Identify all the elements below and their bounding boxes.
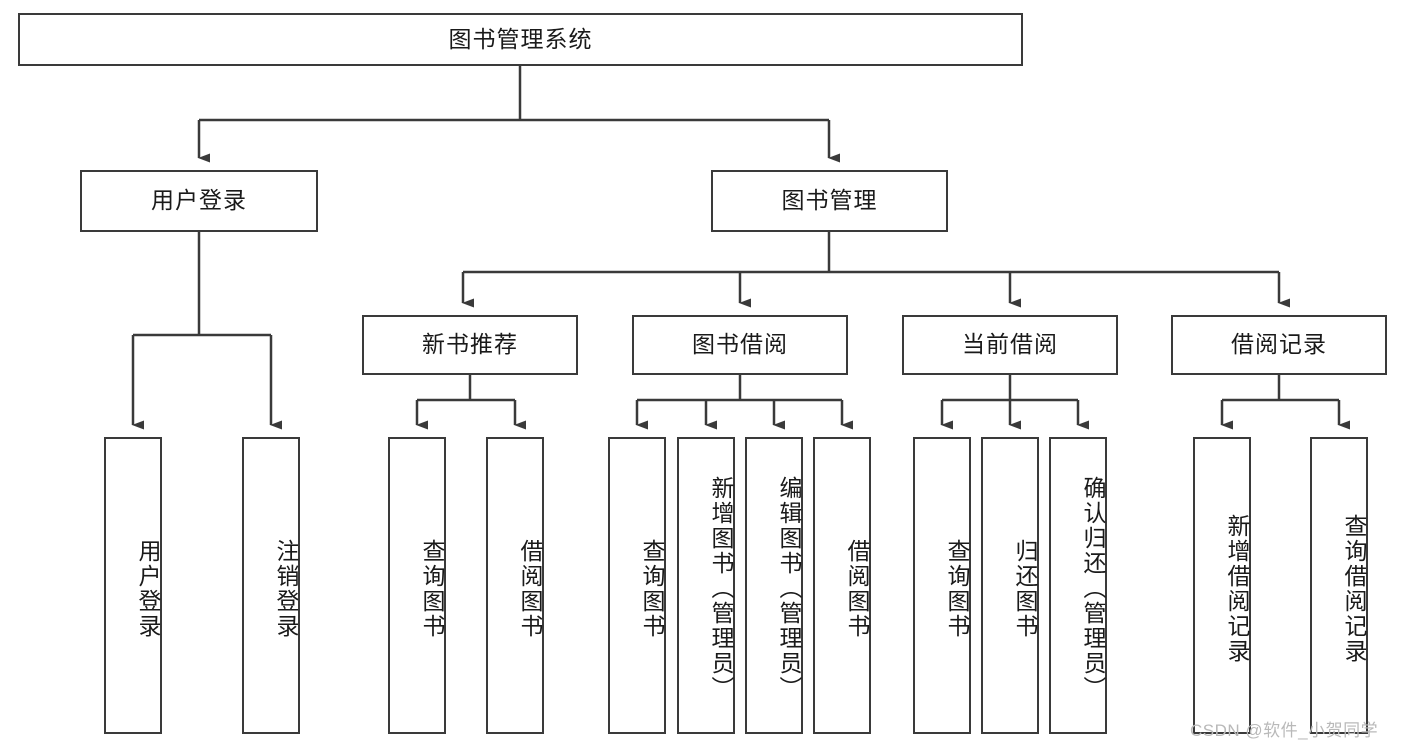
node-current-borrow[interactable]: 当前借阅: [902, 315, 1118, 375]
node-leaf-return-book[interactable]: 归还图书: [981, 437, 1039, 734]
node-current-borrow-label: 当前借阅: [962, 331, 1058, 358]
node-leaf-current-query-book[interactable]: 查询图书: [913, 437, 971, 734]
node-borrow-record-label: 借阅记录: [1231, 331, 1327, 358]
node-leaf-logout-label: 注销登录: [273, 538, 299, 639]
node-leaf-add-borrow-record[interactable]: 新增借阅记录: [1193, 437, 1251, 734]
node-leaf-edit-book-admin[interactable]: 编辑图书（管理员）: [745, 437, 803, 734]
node-leaf-borrow-query-book[interactable]: 查询图书: [608, 437, 666, 734]
node-leaf-user-login[interactable]: 用户登录: [104, 437, 162, 734]
node-book-borrow-label: 图书借阅: [692, 331, 788, 358]
node-root[interactable]: 图书管理系统: [18, 13, 1023, 66]
node-leaf-query-borrow-record[interactable]: 查询借阅记录: [1310, 437, 1368, 734]
node-book-management[interactable]: 图书管理: [711, 170, 948, 232]
node-leaf-recommend-borrow-book-label: 借阅图书: [517, 538, 543, 639]
node-leaf-recommend-query-book-label: 查询图书: [419, 538, 445, 639]
node-leaf-edit-book-admin-label: 编辑图书（管理员）: [776, 476, 802, 701]
node-user-login-label: 用户登录: [151, 187, 247, 214]
node-leaf-return-book-label: 归还图书: [1012, 538, 1038, 639]
node-new-book-recommend[interactable]: 新书推荐: [362, 315, 578, 375]
node-borrow-record[interactable]: 借阅记录: [1171, 315, 1387, 375]
node-book-management-label: 图书管理: [781, 187, 878, 214]
csdn-watermark: CSDN @软件_小贺同学: [1190, 721, 1379, 740]
node-leaf-add-borrow-record-label: 新增借阅记录: [1224, 513, 1250, 664]
node-leaf-recommend-query-book[interactable]: 查询图书: [388, 437, 446, 734]
node-book-borrow[interactable]: 图书借阅: [632, 315, 848, 375]
node-leaf-borrow-book-label: 借阅图书: [844, 538, 870, 639]
node-leaf-add-book-admin[interactable]: 新增图书（管理员）: [677, 437, 735, 734]
node-leaf-add-book-admin-label: 新增图书（管理员）: [708, 476, 734, 701]
node-leaf-borrow-query-book-label: 查询图书: [639, 538, 665, 639]
node-leaf-current-query-book-label: 查询图书: [944, 538, 970, 639]
node-leaf-logout[interactable]: 注销登录: [242, 437, 300, 734]
node-leaf-recommend-borrow-book[interactable]: 借阅图书: [486, 437, 544, 734]
node-leaf-borrow-book[interactable]: 借阅图书: [813, 437, 871, 734]
node-root-label: 图书管理系统: [448, 25, 593, 52]
node-new-book-recommend-label: 新书推荐: [422, 331, 518, 358]
node-user-login[interactable]: 用户登录: [80, 170, 318, 232]
node-leaf-user-login-label: 用户登录: [135, 538, 161, 639]
node-leaf-confirm-return-admin[interactable]: 确认归还（管理员）: [1049, 437, 1107, 734]
node-leaf-confirm-return-admin-label: 确认归还（管理员）: [1080, 476, 1106, 701]
node-leaf-query-borrow-record-label: 查询借阅记录: [1341, 513, 1367, 664]
